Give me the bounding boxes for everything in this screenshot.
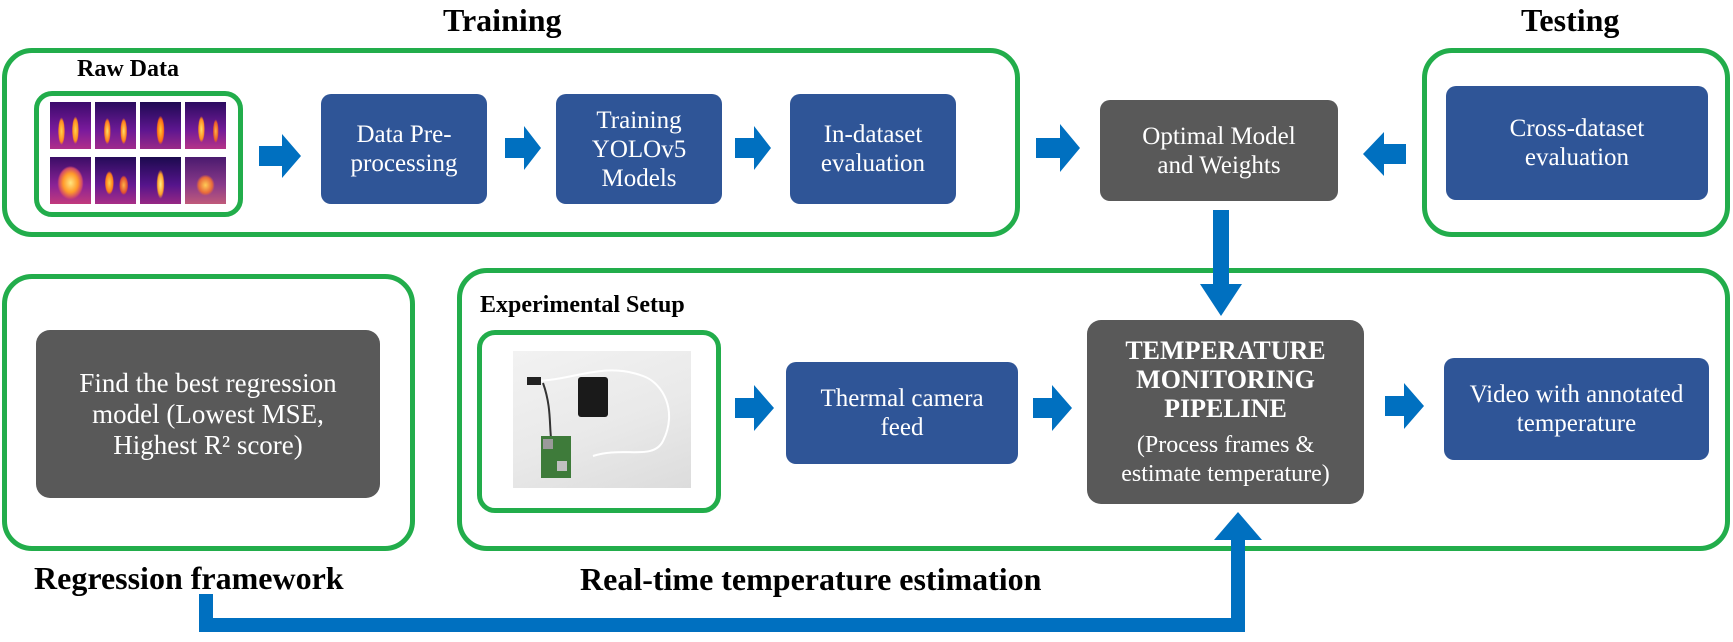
temperature-monitoring-pipeline-box: TEMPERATURE MONITORING PIPELINE (Process… (1087, 320, 1364, 504)
arrow-down-icon (1200, 210, 1242, 316)
training-frame (2, 48, 1020, 237)
testing-section-title: Testing (1521, 2, 1620, 38)
arrow-right-icon (505, 126, 541, 170)
arrow-right-icon (1036, 124, 1080, 172)
testing-frame (1422, 48, 1730, 237)
thermal-thumbnails-icon (50, 102, 226, 204)
arrow-right-icon (259, 134, 301, 178)
data-preprocessing-box: Data Pre-processing (321, 94, 487, 204)
experimental-setup-frame (477, 330, 721, 513)
arrow-right-icon (735, 385, 774, 431)
arrow-right-icon (1033, 385, 1072, 431)
realtime-estimation-title: Real-time temperature estimation (580, 561, 1042, 597)
regression-framework-title: Regression framework (34, 560, 344, 596)
raw-data-title: Raw Data (77, 56, 179, 82)
regression-frame (2, 274, 415, 551)
feedback-connector-icon (199, 512, 1262, 632)
raw-data-frame (34, 91, 243, 217)
realtime-frame (457, 268, 1730, 551)
experimental-setup-title: Experimental Setup (480, 292, 685, 318)
arrow-right-icon (1385, 383, 1424, 429)
arrow-right-icon (735, 126, 771, 170)
training-section-title: Training (443, 2, 562, 38)
setup-photo-icon (513, 351, 691, 488)
arrow-left-icon (1363, 132, 1406, 176)
